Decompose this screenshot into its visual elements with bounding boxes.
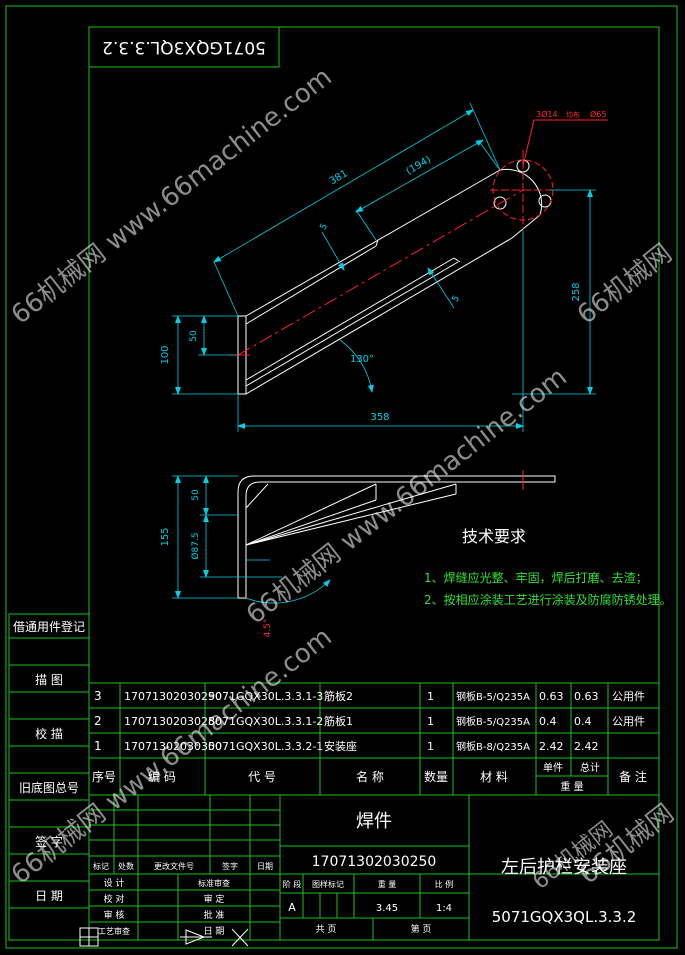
- title-block-grid: [88, 794, 660, 941]
- side-label-4: 旧底图总号: [19, 780, 79, 795]
- bom-row-3-name: 筋板2: [324, 689, 353, 703]
- bom-header-weight: 重 量: [560, 780, 583, 793]
- bom-row-2-note: 公用件: [612, 715, 645, 728]
- dim-red-angle: 4.5°: [263, 619, 273, 638]
- dim-evenly: 均布: [566, 110, 580, 119]
- dim-87-5: Ø87.5: [190, 532, 201, 559]
- bom-row-2-unit: 0.4: [539, 715, 557, 728]
- bom-row-1-name: 安装座: [324, 739, 357, 753]
- bom-row-2-ref: 5071GQX30L.3.3.1-2: [208, 715, 323, 728]
- inner-frame: [88, 26, 660, 941]
- bom-row-1-total: 2.42: [574, 740, 599, 753]
- value-weight: 3.45: [376, 903, 398, 914]
- role-date: 日 期: [204, 926, 225, 937]
- bom-row-3-ref: 5071GQX30L.3.3.1-3: [208, 690, 323, 703]
- outer-frame: [5, 5, 678, 949]
- dim-5-upper: 5: [319, 222, 331, 232]
- bom-row-1-mat: 钢板B-8/Q235A: [456, 740, 530, 753]
- bom-row-1-no: 1: [94, 739, 102, 753]
- part-type: 焊件: [356, 811, 392, 832]
- bom-row-3-mat: 钢板B-5/Q235A: [456, 690, 530, 703]
- label-mark: 图样标记: [312, 879, 344, 889]
- bom-header-no: 序号: [92, 769, 116, 784]
- bom-row-1-unit: 2.42: [539, 740, 564, 753]
- side-label-1: 借通用件登记: [13, 619, 85, 634]
- bom-header-unit: 单件: [543, 762, 563, 774]
- drawing-number: 5071GQX3QL.3.3.2: [492, 908, 637, 926]
- bom-header-total: 总计: [580, 761, 600, 774]
- label-stage: 阶 段: [283, 879, 302, 889]
- dim-194: (194): [404, 154, 433, 177]
- bom-header-ref: 代 号: [248, 770, 276, 784]
- side-label-3: 校 描: [35, 726, 63, 741]
- tech-line-1: 1、焊缝应光整、牢固，焊后打磨、去渣；: [424, 570, 648, 585]
- watermark-5: 66机械网 www.66machine.com: [241, 362, 573, 630]
- bom-row-3-note: 公用件: [612, 690, 645, 703]
- bom-header-code: 编 码: [148, 769, 176, 784]
- role-check: 校 对: [104, 893, 125, 905]
- bom-row-3-unit: 0.63: [539, 690, 564, 703]
- svg-text:5071GQX3QL.3.3.2: 5071GQX3QL.3.3.2: [102, 37, 266, 57]
- bom-row-2-qty: 1: [427, 715, 434, 728]
- label-weight: 重 量: [378, 879, 397, 889]
- sheet-number: 第 页: [411, 923, 432, 935]
- rev-header-3: 更改文件号: [154, 861, 194, 871]
- role-approve: 审 定: [204, 893, 225, 905]
- watermark-1: 66机械网 www.66machine.com: [6, 62, 338, 330]
- bom-row-3-code: 17071302030290: [124, 690, 222, 703]
- value-scale: 1:4: [436, 903, 452, 914]
- bom-row-1-qty: 1: [427, 740, 434, 753]
- tech-title: 技术要求: [462, 527, 526, 546]
- dim-358: 358: [370, 412, 389, 423]
- bom-row-3-no: 3: [94, 689, 102, 703]
- top-view: 155 50 Ø87.5 4.5°: [160, 470, 556, 638]
- watermark-3: 66机械网: [572, 238, 678, 330]
- dim-50-front: 50: [189, 330, 199, 342]
- side-label-2: 描 图: [35, 673, 63, 687]
- rev-header-5: 日期: [257, 862, 273, 871]
- projection-symbol: [79, 927, 249, 947]
- bom-header-mat: 材 料: [480, 770, 508, 784]
- bom-row-2-mat: 钢板B-5/Q235A: [456, 715, 530, 728]
- bom-row-2-code: 17071302030280: [124, 715, 222, 728]
- dim-phi65: Ø65: [590, 109, 606, 119]
- sheets-total: 共 页: [316, 924, 337, 935]
- part-name: 左后护栏安装座: [501, 857, 627, 878]
- side-label-5: 签 字: [35, 834, 63, 849]
- rotated-code-box: 5071GQX3QL.3.3.2: [88, 26, 280, 68]
- bom-header-note: 备 注: [619, 769, 647, 784]
- dim-155: 155: [160, 527, 171, 546]
- tech-line-2: 2、按相应涂装工艺进行涂装及防腐防锈处理。: [424, 592, 672, 607]
- dim-130: 130°: [350, 354, 374, 365]
- bom-row-1-ref: 5071GQX30L.3.3.2-1: [208, 740, 323, 753]
- role-process: 工艺审查: [98, 926, 130, 936]
- bom-row-2-no: 2: [94, 714, 102, 728]
- dim-5-lower: 5: [451, 294, 463, 304]
- rev-header-1: 标记: [93, 861, 109, 871]
- bom-header-qty: 数量: [424, 769, 448, 784]
- bom-row-2-total: 0.4: [574, 715, 592, 728]
- role-ratify: 批 准: [204, 909, 225, 921]
- dim-100: 100: [160, 345, 171, 364]
- bom-row-3-qty: 1: [427, 690, 434, 703]
- rev-header-2: 处数: [118, 861, 134, 871]
- role-design: 设 计: [104, 877, 125, 889]
- role-review: 审 核: [104, 909, 125, 921]
- bom-row-3-total: 0.63: [574, 690, 599, 703]
- side-registration-table: [8, 613, 90, 941]
- part-code: 17071302030250: [312, 854, 437, 870]
- role-standard: 标准审查: [198, 878, 230, 888]
- dim-258: 258: [571, 282, 582, 301]
- value-stage: A: [288, 901, 296, 914]
- rev-header-4: 签字: [222, 861, 238, 871]
- dim-50-top: 50: [191, 489, 201, 501]
- dim-3phi14: 3Ø14: [536, 109, 558, 119]
- side-label-6: 日 期: [35, 889, 63, 903]
- bom-header-name: 名 称: [356, 769, 384, 784]
- bom-row-1-code: 17071302030300: [124, 740, 222, 753]
- label-scale: 比 例: [435, 879, 454, 889]
- watermark-2: 66机械网 www.66machine.com: [6, 622, 338, 890]
- bom-row-2-name: 筋板1: [324, 714, 353, 728]
